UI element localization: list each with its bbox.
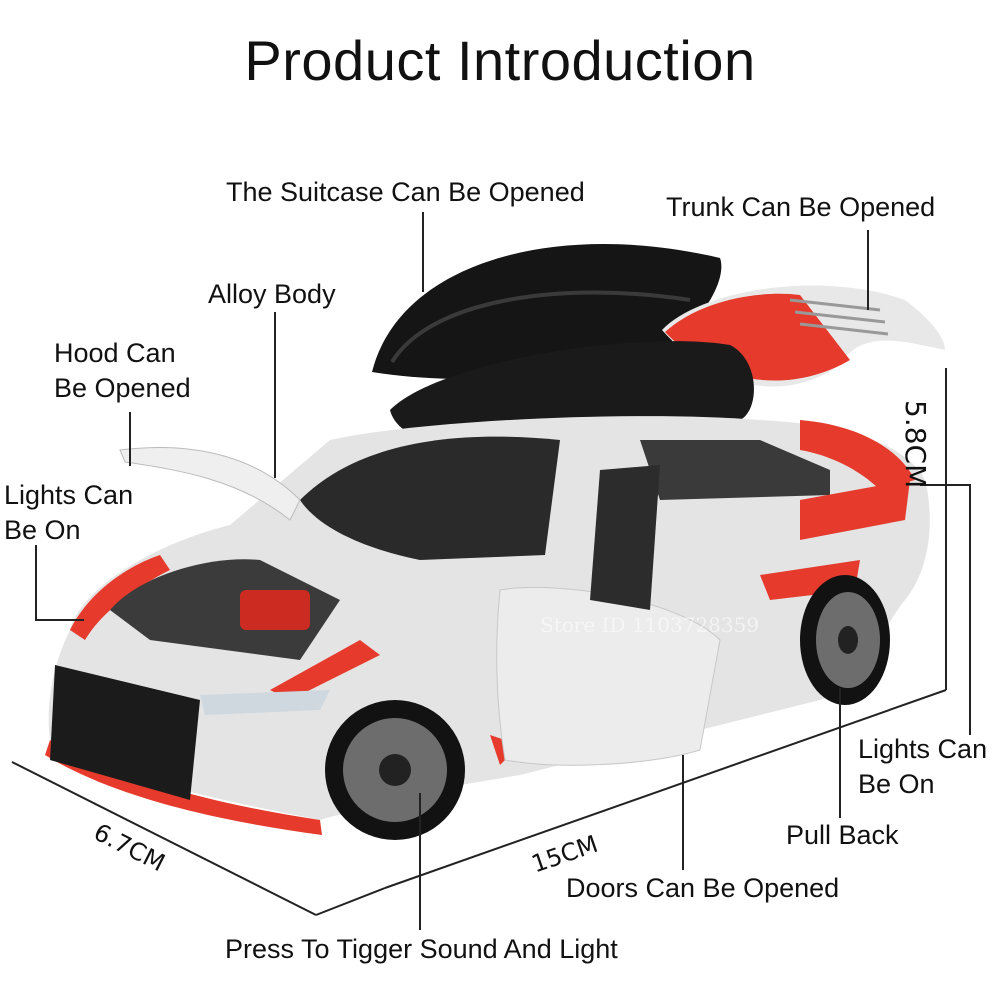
car-model	[45, 244, 945, 840]
rear-lights-label-line-2: Be On	[858, 769, 935, 799]
page-title: Product Introduction	[244, 29, 756, 92]
rear-lights-label: Lights Can Be On	[858, 732, 987, 802]
dimension-lines	[11, 368, 947, 916]
width-line	[11, 761, 317, 916]
doors-label: Doors Can Be Opened	[566, 873, 840, 903]
hood-label: Hood Can Be Opened	[54, 336, 191, 406]
hood-label-line-2: Be Opened	[54, 373, 191, 403]
trunk-label: Trunk Can Be Opened	[666, 192, 936, 222]
rear-lights-label-line-1: Lights Can	[858, 734, 988, 764]
front-lights-label-line-1: Lights Can	[4, 480, 134, 510]
press-label: Press To Tigger Sound And Light	[225, 934, 618, 964]
callout-lines	[35, 212, 971, 930]
hood-label-line-1: Hood Can	[54, 338, 176, 368]
pull-back-label: Pull Back	[786, 820, 899, 850]
suitcase-label: The Suitcase Can Be Opened	[226, 177, 585, 207]
front-lights-label: Lights Can Be On	[4, 478, 133, 548]
watermark: Store ID 1103728359	[540, 613, 759, 637]
alloy-body-label: Alloy Body	[208, 279, 336, 309]
front-lights-label-line-2: Be On	[4, 515, 81, 545]
rear-wheel	[800, 575, 890, 705]
length-line	[384, 689, 947, 889]
rear-lights-leader	[920, 484, 971, 735]
front-wheel	[325, 700, 465, 840]
height-dimension: 5.8CM	[899, 400, 932, 489]
front-lights-leader	[35, 545, 84, 621]
